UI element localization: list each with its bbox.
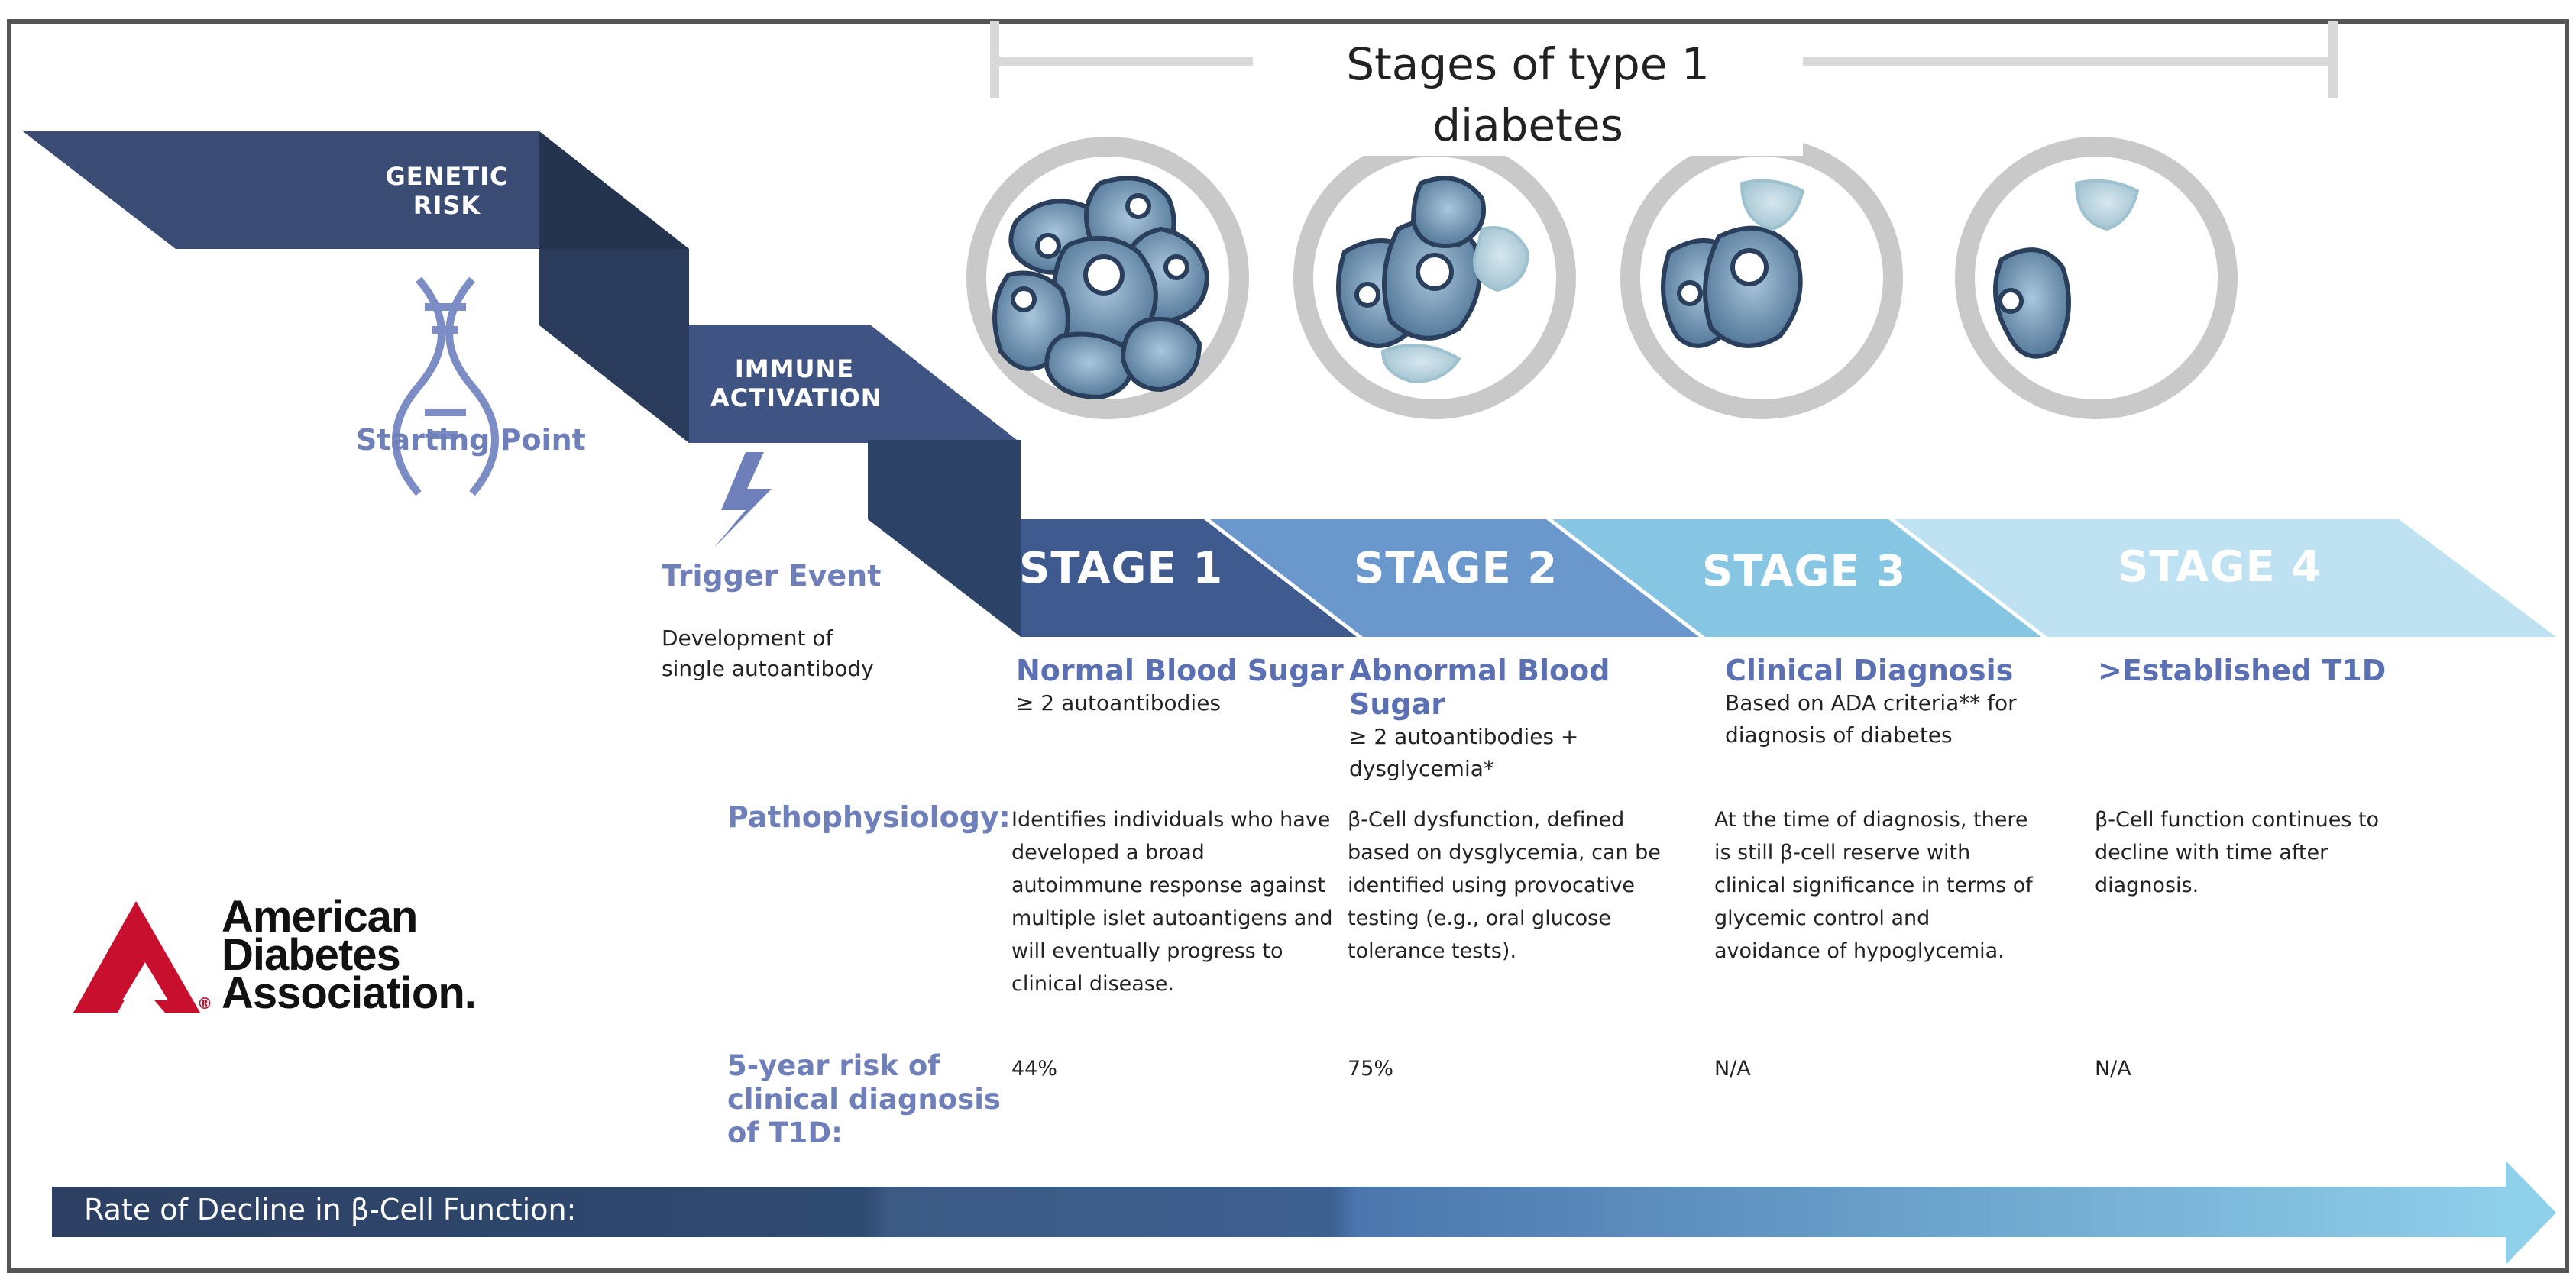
starting-point-label: Starting Point <box>356 423 586 457</box>
stage-3-risk: N/A <box>1714 1057 1751 1081</box>
header-bracket <box>990 21 2338 98</box>
stage-2-circle <box>1293 137 1576 419</box>
ribbon-genetic-risk <box>23 131 689 249</box>
decline-arrowhead <box>2506 1161 2556 1265</box>
risk-row-label: 5-year risk of clinical diagnosis of T1D… <box>727 1049 1001 1149</box>
immune-activation-label: IMMUNE ACTIVATION <box>710 354 882 412</box>
stage-4-band <box>1895 519 2556 637</box>
ada-logo-line-3: Association. <box>222 968 477 1018</box>
stage-1-subtitle: ≥ 2 autoantibodies <box>1016 690 1222 716</box>
ribbon-immune-activation <box>689 325 1021 443</box>
trigger-description: Development of single autoantibody <box>662 625 874 681</box>
stage-2-risk: 75% <box>1348 1057 1394 1081</box>
stage-1-label: STAGE 1 <box>1019 544 1224 593</box>
stage-3-details: Clinical Diagnosis Based on ADA criteria… <box>1725 654 2061 751</box>
pathophysiology-label: Pathophysiology: <box>727 800 1011 834</box>
stage-4-title: >Established T1D <box>2098 654 2387 687</box>
stage-3-pathophysiology: At the time of diagnosis, there is still… <box>1714 808 2033 963</box>
trigger-event-label: Trigger Event <box>662 559 882 593</box>
ribbon-fold-1-lower <box>539 249 689 443</box>
stage-2-details: Abnormal Blood Sugar ≥ 2 autoantibodies … <box>1349 654 1708 785</box>
stage-3-label: STAGE 3 <box>1702 547 1907 596</box>
stage-1-risk: 44% <box>1011 1057 1058 1081</box>
stage-2-subtitle: ≥ 2 autoantibodies + dysglycemia* <box>1349 724 1579 781</box>
stage-2-band <box>1210 519 1699 637</box>
decline-bar-label: Rate of Decline in β-Cell Function: <box>84 1193 577 1226</box>
ada-logo-text: American Diabetes Association. <box>222 892 477 1018</box>
stage-2-pathophysiology: β-Cell dysfunction, defined based on dys… <box>1348 808 1661 963</box>
ribbon-fold-2 <box>868 440 1021 637</box>
stage-1-title: Normal Blood Sugar <box>1016 654 1344 687</box>
ada-logo-line-1: American <box>222 892 418 942</box>
outer-border <box>7 19 2569 1273</box>
stage-3-circle <box>1620 137 1903 419</box>
ada-logo-line-2: Diabetes <box>222 930 401 980</box>
stage-4-circle <box>1955 137 2238 419</box>
genetic-risk-label: GENETIC RISK <box>385 162 509 220</box>
stage-1-pathophysiology: Identifies individuals who have develope… <box>1011 808 1333 996</box>
stage-2-label: STAGE 2 <box>1354 544 1558 593</box>
ada-logo-mark <box>73 901 200 1013</box>
stage-4-label: STAGE 4 <box>2118 542 2322 592</box>
page-title: Stages of type 1 diabetes <box>1253 34 1803 156</box>
stage-3-subtitle: Based on ADA criteria** for diagnosis of… <box>1725 690 2017 748</box>
stage-4-details: >Established T1D <box>2098 654 2434 687</box>
ada-registered-mark: ® <box>197 994 212 1013</box>
decline-bar <box>52 1187 2512 1237</box>
lightning-icon <box>714 452 772 548</box>
stage-1-band <box>1021 519 1357 637</box>
stage-3-band <box>1552 519 2041 637</box>
stage-2-title: Abnormal Blood Sugar <box>1349 654 1610 721</box>
stage-4-risk: N/A <box>2095 1057 2131 1081</box>
dna-icon <box>392 276 499 496</box>
stage-4-pathophysiology: β-Cell function continues to decline wit… <box>2095 808 2380 897</box>
stage-1-circle <box>966 137 1249 419</box>
stage-3-title: Clinical Diagnosis <box>1725 654 2014 687</box>
stage-1-details: Normal Blood Sugar ≥ 2 autoantibodies <box>1016 654 1345 719</box>
